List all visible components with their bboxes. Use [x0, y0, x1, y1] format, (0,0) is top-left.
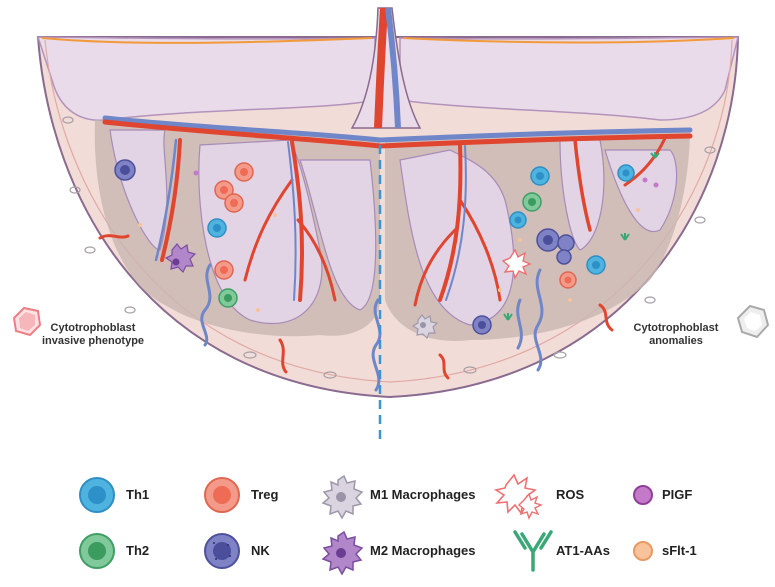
antibody-icon — [513, 530, 553, 572]
anomalous-cytotrophoblast-icon — [736, 304, 770, 339]
th2-cell-icon — [79, 533, 115, 569]
umbilical-cord — [350, 7, 422, 129]
nk-cell-icon — [204, 533, 240, 569]
legend-at1-label: AT1-AAs — [556, 543, 610, 558]
th1-cell-icon — [79, 477, 115, 513]
m1-macrophage-icon — [321, 474, 364, 520]
ros-icon — [493, 473, 543, 520]
legend-m1-label: M1 Macrophages — [370, 487, 476, 502]
treg-cell-icon — [204, 477, 240, 513]
immune-cells-left — [114, 159, 277, 312]
legend-pigf-label: PIGF — [662, 487, 693, 502]
cytotrophoblast-invasive-label: Cytotrophoblast invasive phenotype — [28, 322, 158, 348]
legend-icons — [79, 473, 653, 576]
legend-sflt-label: sFlt-1 — [662, 543, 697, 558]
decidual-cells — [62, 116, 716, 379]
m2-macrophage-icon — [321, 530, 364, 576]
legend-ros-label: ROS — [556, 487, 585, 502]
legend-th2-label: Th2 — [126, 543, 150, 558]
legend-treg-label: Treg — [251, 487, 279, 502]
legend-nk-label: NK — [251, 543, 270, 558]
legend-m2-label: M2 Macrophages — [370, 543, 476, 558]
intervillous-space — [94, 120, 690, 341]
cytotrophoblast-anomalies-label: Cytotrophoblast anomalies — [611, 322, 741, 348]
invasive-label-text: Cytotrophoblast invasive phenotype — [41, 322, 145, 347]
pigf-icon — [633, 485, 653, 505]
invasive-cytotrophoblast-icon — [12, 306, 42, 337]
immune-cells-right — [411, 152, 660, 340]
sflt1-icon — [633, 541, 653, 561]
spiral-arteries — [98, 234, 614, 392]
legend-th1-label: Th1 — [126, 487, 150, 502]
anomalies-label-text: Cytotrophoblast anomalies — [633, 322, 719, 347]
